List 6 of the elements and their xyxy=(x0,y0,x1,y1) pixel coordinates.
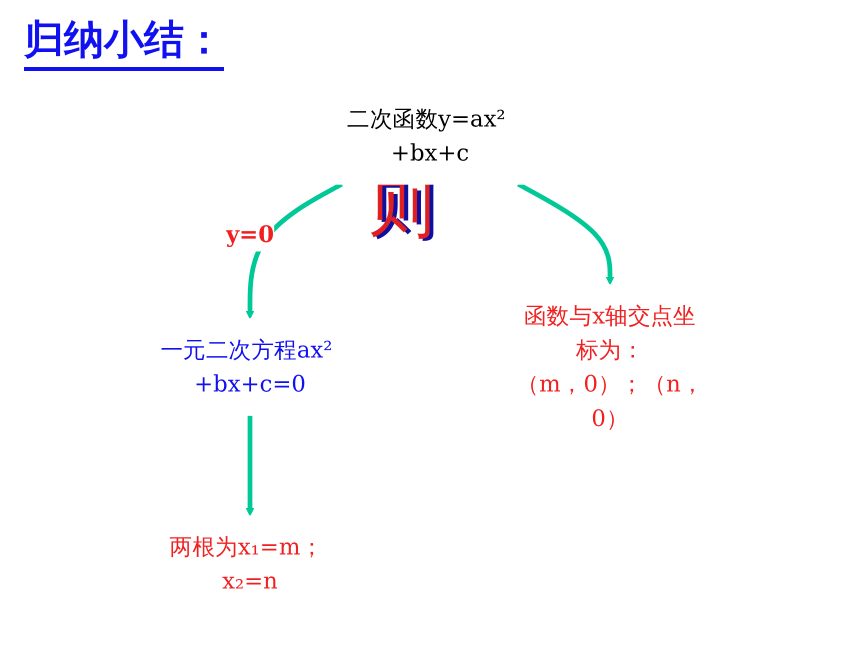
node-text: 两根为x₁=m； x₂=n xyxy=(170,534,324,594)
title: 归纳小结： xyxy=(24,12,224,71)
node-text: 一元二次方程ax² +bx+c=0 xyxy=(160,336,332,398)
node-text: 函数与x轴交点坐标为： （m，0）；（n，0） xyxy=(516,302,704,432)
arrow xyxy=(246,415,254,516)
arrow xyxy=(517,182,614,285)
